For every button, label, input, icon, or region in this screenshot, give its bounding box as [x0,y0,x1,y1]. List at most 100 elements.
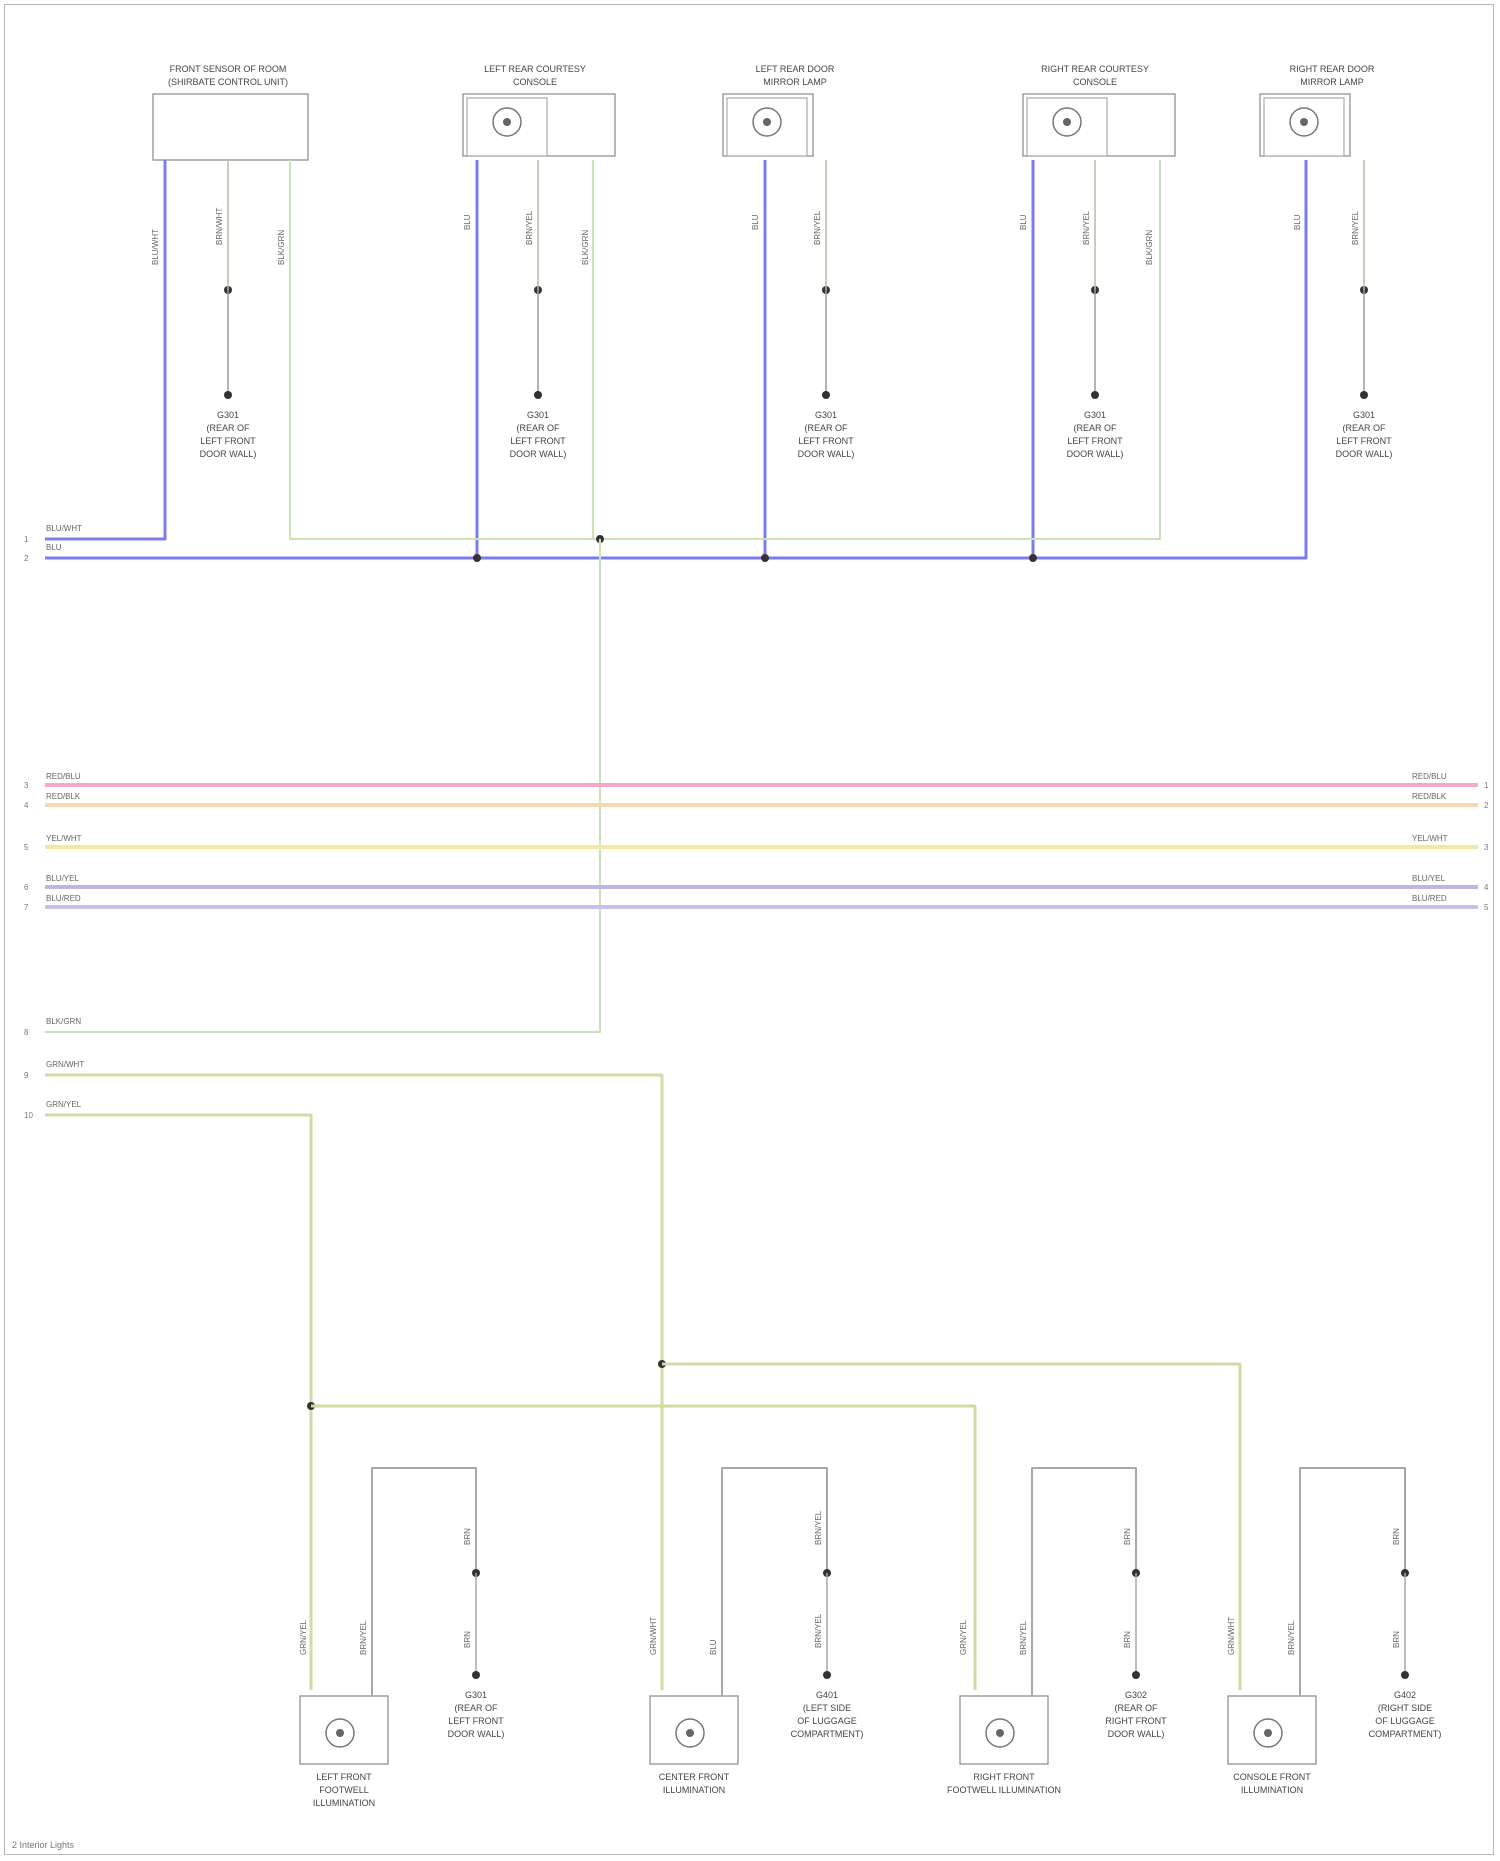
wire-label: BLU [463,214,472,230]
ground-top-3-label: DOOR WALL) [798,449,855,459]
ground-top-5-label: (REAR OF [1342,423,1386,433]
splice-blue-2 [761,554,769,562]
ground-top-4-label: (REAR OF [1073,423,1117,433]
wire-label: GRN/YEL [299,1619,308,1655]
pass-label-right: BLU/RED [1412,894,1447,903]
ground-top-5-label: DOOR WALL) [1336,449,1393,459]
component-right-rear-dome-lamp-filament [1063,118,1071,126]
component-left-rear-door-label: LEFT REAR DOOR [756,64,835,74]
ground-top-2-point [534,391,542,399]
ground-top-2-label: G301 [527,410,549,420]
pin-label: 2 [24,554,29,563]
wire-label: BRN [1392,1631,1401,1648]
bottom-component-4-label: ILLUMINATION [1241,1785,1303,1795]
ground-top-2-label: LEFT FRONT [510,436,566,446]
wire-label: BLU/WHT [151,229,160,265]
component-right-rear-door-label: MIRROR LAMP [1300,77,1364,87]
bottom-component-3-label: RIGHT FRONT [973,1772,1035,1782]
component-right-rear-door-label: RIGHT REAR DOOR [1290,64,1375,74]
ground-bottom-4-label: (RIGHT SIDE [1378,1703,1432,1713]
pass-label-right: BLU/YEL [1412,874,1445,883]
component-left-rear-dome-label: LEFT REAR COURTESY [484,64,586,74]
wire-label: BRN/YEL [1082,210,1091,245]
pass-label-left: BLU/RED [46,894,81,903]
wire-olive-to-console [662,1364,1240,1690]
wire-blue-right-rear-door [1033,160,1306,558]
ground-bottom-3-label: RIGHT FRONT [1105,1716,1167,1726]
bottom-component-2-label: CENTER FRONT [659,1772,730,1782]
component-left-rear-dome-label: CONSOLE [513,77,557,87]
page-footer: 2 Interior Lights [12,1840,74,1850]
bus-label: BLU/WHT [46,524,82,533]
wire-label: BRN/YEL [1019,1620,1028,1655]
wire-label: BRN/YEL [1287,1620,1296,1655]
ground-bottom-2-label: COMPARTMENT) [791,1729,864,1739]
bottom-component-1-label: ILLUMINATION [313,1798,375,1808]
ground-bottom-1-label: (REAR OF [454,1703,498,1713]
component-front-sensor-module-label: (SHIRBATE CONTROL UNIT) [168,77,288,87]
pin-label: 5 [24,843,29,852]
ground-top-5-label: LEFT FRONT [1336,436,1392,446]
ground-top-1-label: G301 [217,410,239,420]
pin-label: 1 [24,535,29,544]
ground-top-5-label: G301 [1353,410,1375,420]
wire-feed-grn-yel [45,1115,311,1690]
ground-top-1-point [224,391,232,399]
wire-label: BLU [751,214,760,230]
wire-label: BRN [463,1631,472,1648]
component-left-rear-door-lamp-filament [763,118,771,126]
wire-label: BLU [709,1639,718,1655]
ground-top-3-label: LEFT FRONT [798,436,854,446]
ground-top-1-label: (REAR OF [206,423,250,433]
ground-top-4-label: DOOR WALL) [1067,449,1124,459]
wire-label: BRN/YEL [525,210,534,245]
component-right-rear-dome-label: RIGHT REAR COURTESY [1041,64,1149,74]
pass-label-left: YEL/WHT [46,834,82,843]
bottom-component-1-lamp-filament [336,1729,344,1737]
feed-label: GRN/WHT [46,1060,84,1069]
wire-blue-right-rear-dome [765,160,1033,558]
component-left-rear-door-label: MIRROR LAMP [763,77,827,87]
wire-blue-left-rear-door [477,160,765,558]
pin-label: 4 [24,801,29,810]
pin-label: 1 [1484,781,1489,790]
bottom-component-4-label: CONSOLE FRONT [1233,1772,1311,1782]
ground-bottom-4-label: COMPARTMENT) [1369,1729,1442,1739]
wire-label: GRN/WHT [1227,1617,1236,1655]
ground-bottom-1-label: LEFT FRONT [448,1716,504,1726]
bottom-component-1-label: LEFT FRONT [316,1772,372,1782]
wire-label: BRN [1123,1528,1132,1545]
wire-label: BRN/YEL [814,1613,823,1648]
bottom-component-3-label: FOOTWELL ILLUMINATION [947,1785,1061,1795]
bottom-component-2-ground-point [823,1671,831,1679]
component-right-rear-dome-label: CONSOLE [1073,77,1117,87]
bottom-component-3-ground-loop [1032,1468,1136,1696]
wire-olive-to-right-footwell [311,1406,975,1690]
pin-label: 2 [1484,801,1489,810]
splice-blue-3 [1029,554,1037,562]
wire-label: BRN/YEL [1351,210,1360,245]
ground-top-1-label: LEFT FRONT [200,436,256,446]
bottom-component-4-lamp-filament [1264,1729,1272,1737]
pin-label: 7 [24,903,29,912]
bottom-component-3-lamp-filament [996,1729,1004,1737]
bottom-component-3-ground-point [1132,1671,1140,1679]
pin-label: 10 [24,1111,33,1120]
ground-top-4-label: LEFT FRONT [1067,436,1123,446]
ground-bottom-2-label: (LEFT SIDE [803,1703,851,1713]
component-front-sensor-module-box [153,94,308,160]
ground-bottom-3-label: DOOR WALL) [1108,1729,1165,1739]
feed-label: BLK/GRN [46,1017,81,1026]
ground-top-3-label: (REAR OF [804,423,848,433]
ground-top-2-label: DOOR WALL) [510,449,567,459]
wire-label: BRN/YEL [813,210,822,245]
bottom-component-4-ground-loop [1300,1468,1405,1696]
wire-label: BLK/GRN [581,230,590,265]
pass-label-left: RED/BLK [46,792,81,801]
pass-label-left: RED/BLU [46,772,81,781]
splice-blue-1 [473,554,481,562]
ground-top-4-point [1091,391,1099,399]
feed-label: GRN/YEL [46,1100,82,1109]
component-right-rear-door-lamp-filament [1300,118,1308,126]
